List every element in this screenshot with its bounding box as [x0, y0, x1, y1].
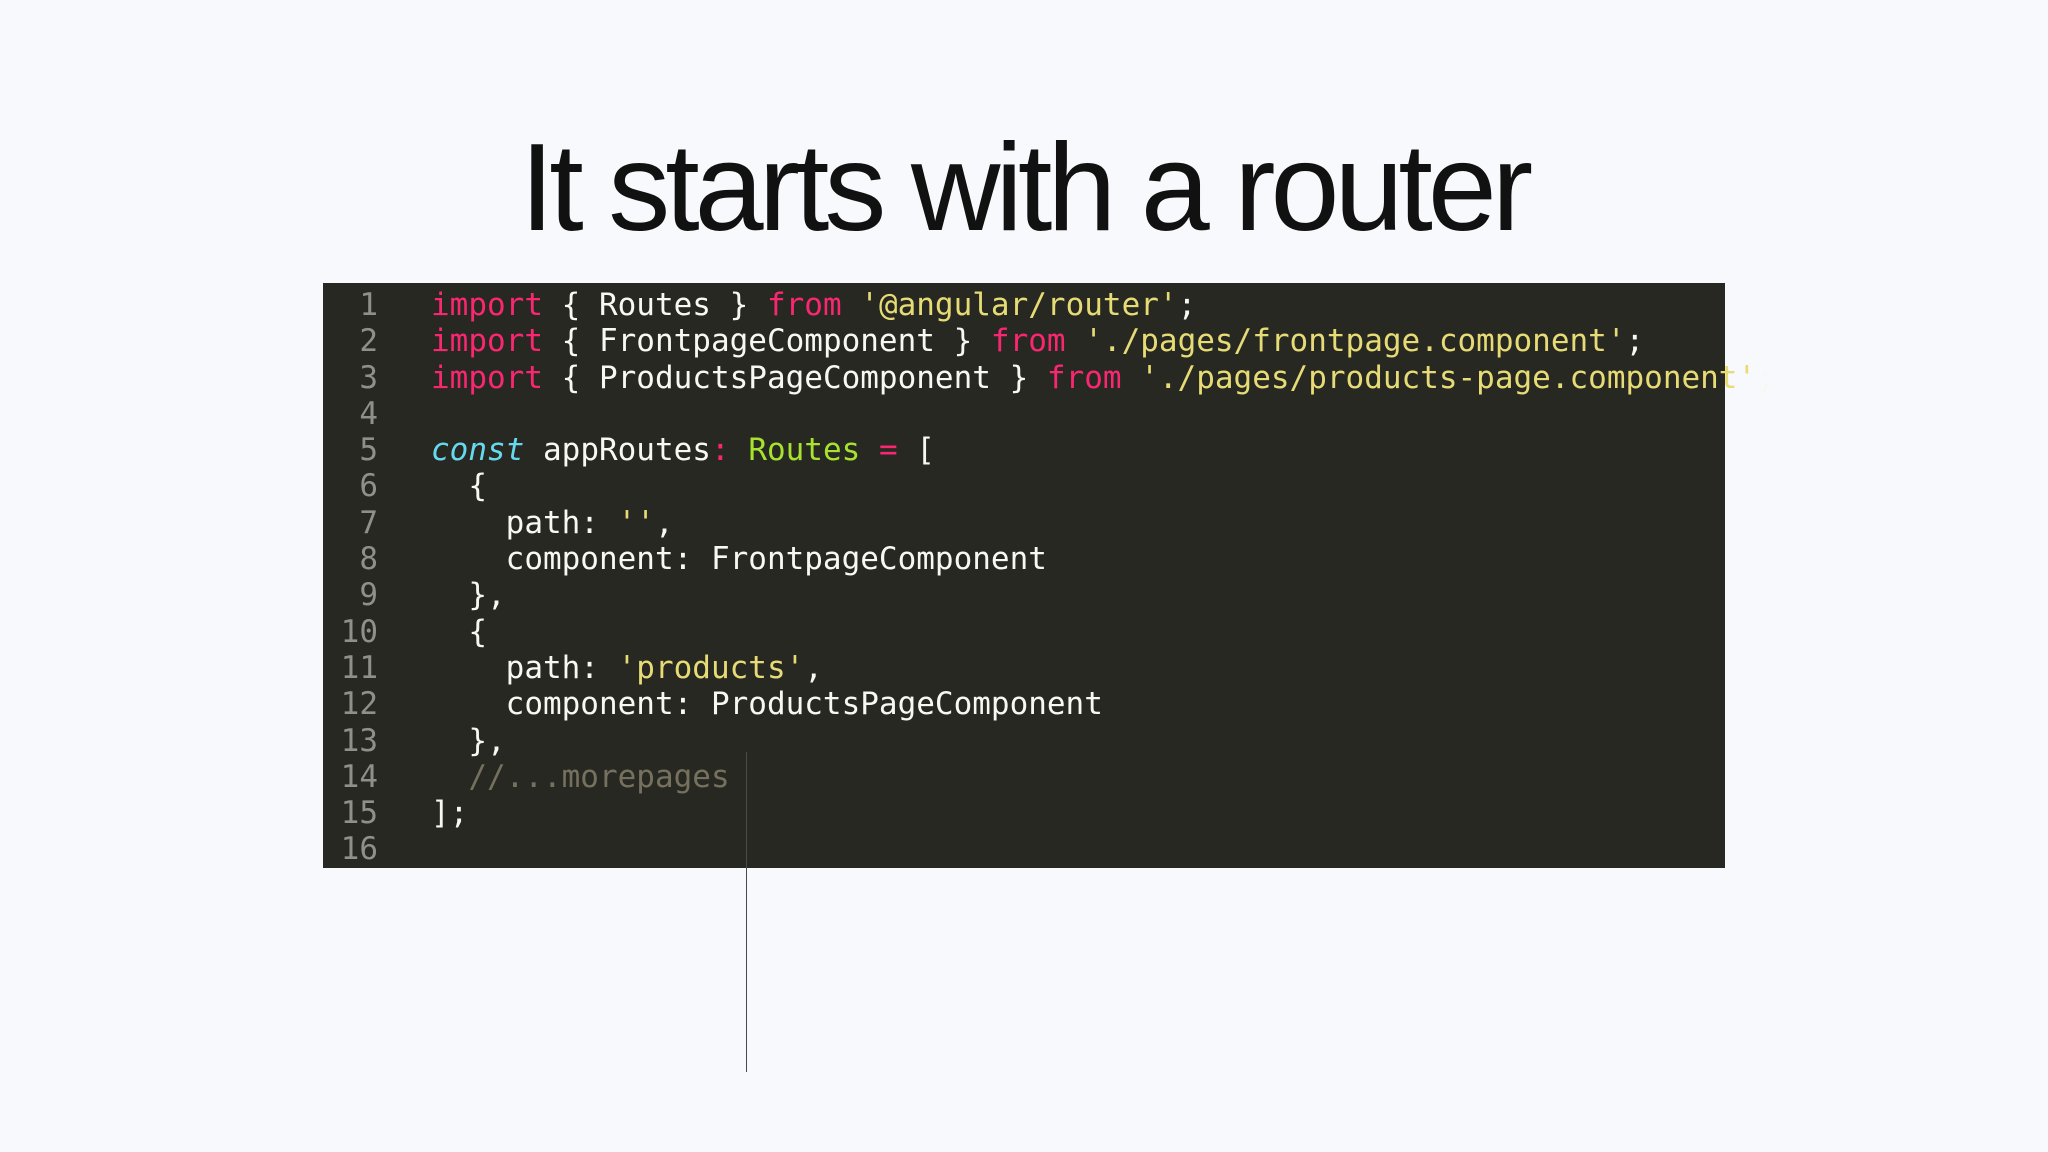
code-text: path: 'products',: [431, 650, 823, 686]
code-token: from: [766, 287, 842, 323]
code-line: 6 {: [323, 468, 1725, 504]
line-number: 1: [359, 287, 378, 323]
code-line: 16: [323, 831, 1725, 867]
code-token: import: [431, 359, 543, 396]
line-number: 12: [340, 686, 378, 723]
code-text: {: [431, 614, 487, 650]
code-token: [1066, 323, 1085, 359]
line-number: 11: [340, 649, 378, 686]
code-token: '': [617, 504, 655, 541]
code-token: ;: [1177, 287, 1197, 323]
code-token: from: [1046, 359, 1122, 396]
line-number: 14: [340, 758, 378, 795]
code-text: path: '',: [431, 505, 674, 541]
code-token: component: ProductsPageComponent: [431, 686, 1103, 723]
code-text: },: [431, 722, 506, 759]
code-token: ,: [804, 649, 823, 686]
code-line: 15];: [323, 795, 1725, 831]
code-token: },: [431, 722, 506, 759]
code-token: {: [431, 613, 487, 650]
code-token: component: FrontpageComponent: [431, 541, 1047, 578]
code-line: 3 import { ProductsPageComponent } from '…: [323, 359, 1774, 396]
line-number: 10: [340, 613, 378, 650]
line-number: 2: [359, 323, 378, 360]
code-line: 11 path: 'products',: [323, 650, 1725, 686]
line-number: 7: [359, 504, 378, 541]
code-token: { Routes }: [542, 287, 767, 323]
line-number: 4: [359, 395, 378, 432]
line-number: 9: [359, 577, 378, 614]
code-token: '@angular/router': [860, 287, 1178, 323]
code-token: [1122, 360, 1141, 396]
line-number: 16: [340, 831, 378, 868]
code-token: //...morepages: [431, 758, 730, 795]
code-token: [: [897, 432, 935, 469]
code-line: 13 },: [323, 723, 1725, 759]
code-text: import { Routes } from '@angular/router'…: [431, 287, 1196, 323]
code-line: 9 },: [323, 577, 1725, 613]
code-token: const: [431, 432, 525, 469]
code-text: import { ProductsPageComponent } from '.…: [431, 360, 1775, 396]
code-line: 8 component: FrontpageComponent: [323, 541, 1725, 577]
code-text: const appRoutes: Routes = [: [431, 432, 935, 468]
code-block: 1 import { Routes } from '@angular/router…: [323, 283, 1775, 1072]
line-number: 6: [359, 468, 378, 505]
code-line: 10 {: [323, 614, 1725, 650]
code-text: },: [431, 577, 506, 614]
code-token: [842, 287, 861, 323]
slide-title: It starts with a router: [519, 119, 1533, 257]
code-token: ];: [431, 795, 469, 832]
code-token: [860, 432, 879, 468]
code-line: 14 //...morepages: [323, 759, 1725, 795]
code-token: { FrontpageComponent }: [542, 323, 991, 360]
code-token: './pages/products-page.component': [1140, 359, 1757, 396]
code-token: [730, 432, 749, 468]
code-token: 'products': [617, 649, 805, 686]
code-line: 4: [323, 396, 1725, 432]
code-token: import: [431, 287, 543, 323]
line-number: 15: [340, 795, 378, 832]
code-token: ;: [1625, 323, 1645, 360]
code-token: from: [990, 323, 1066, 360]
code-text: import { FrontpageComponent } from './pa…: [431, 323, 1644, 359]
code-line: 12 component: ProductsPageComponent: [323, 686, 1725, 722]
code-token: :: [710, 432, 730, 469]
code-token: ,: [654, 504, 674, 541]
code-text: ];: [431, 795, 468, 831]
line-number: 13: [340, 722, 378, 759]
indent-guide: [746, 752, 747, 1072]
code-token: appRoutes: [524, 432, 711, 469]
code-token: =: [878, 432, 898, 469]
code-text: {: [431, 468, 487, 504]
code-token: { ProductsPageComponent }: [542, 359, 1047, 396]
line-number: 8: [359, 541, 378, 578]
line-number: 3: [359, 359, 378, 396]
code-token: './pages/frontpage.component': [1084, 323, 1626, 360]
code-token: import: [431, 323, 543, 360]
code-token: path:: [431, 649, 618, 686]
code-text: component: ProductsPageComponent: [431, 686, 1103, 722]
code-token: ;: [1756, 359, 1775, 396]
code-token: Routes: [748, 432, 861, 469]
code-text: //...morepages: [431, 758, 730, 795]
code-line: 5 const appRoutes: Routes = [: [323, 432, 1725, 468]
code-token: {: [431, 468, 487, 505]
code-token: },: [431, 577, 506, 614]
line-number: 5: [359, 432, 378, 469]
code-text: component: FrontpageComponent: [431, 541, 1047, 577]
code-line: 7 path: '',: [323, 505, 1725, 541]
code-line: 1 import { Routes } from '@angular/router…: [323, 287, 1725, 323]
code-token: path:: [431, 504, 618, 541]
code-line: 2 import { FrontpageComponent } from './p…: [323, 323, 1725, 359]
